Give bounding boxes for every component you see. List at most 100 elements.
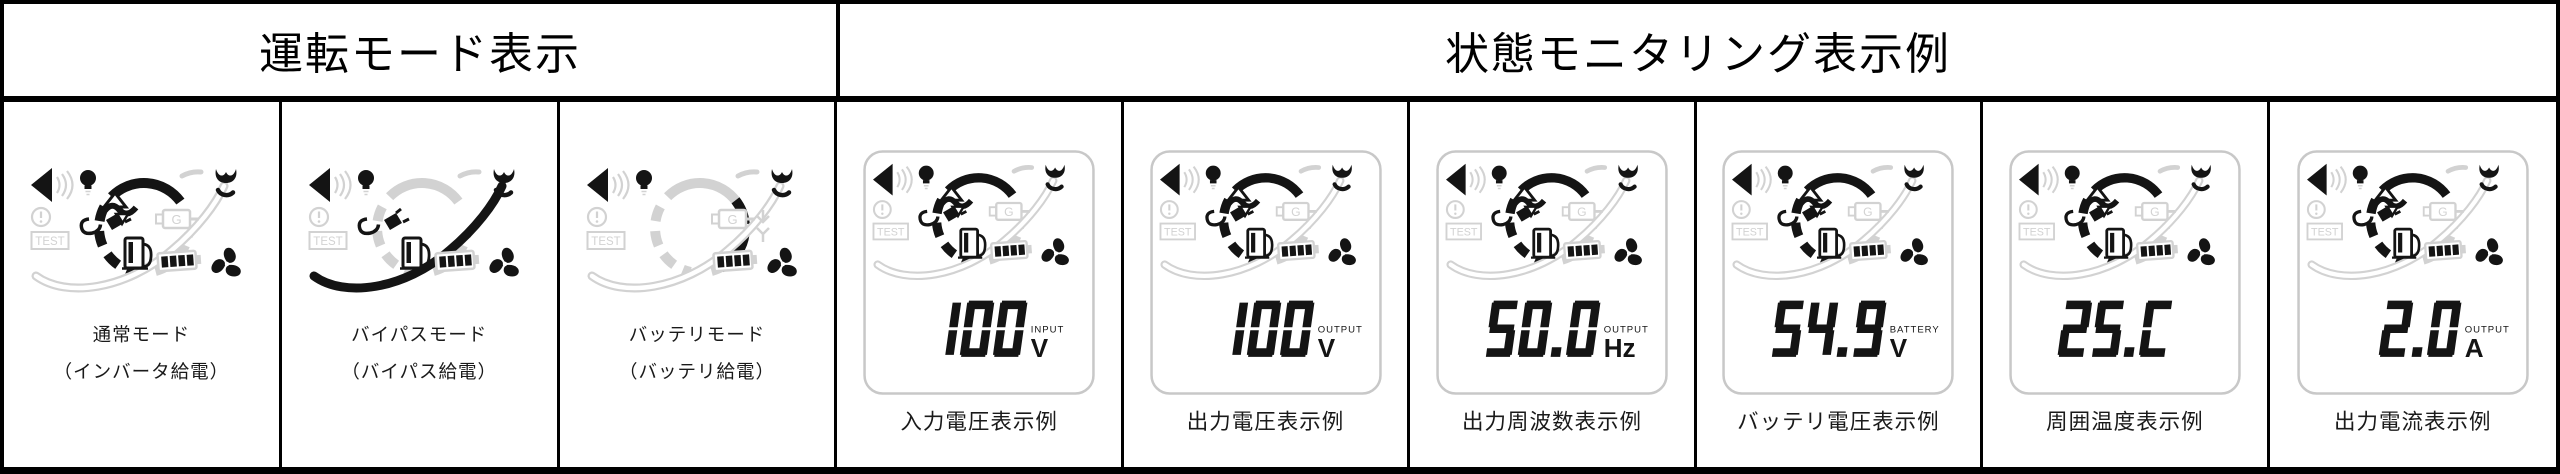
test-indicator: TEST xyxy=(1731,222,1769,241)
test-indicator: TEST xyxy=(308,231,348,250)
ring-top-right-gray xyxy=(1584,165,1608,174)
plug-icon xyxy=(1204,200,1254,227)
caption-line: （バッテリ給電） xyxy=(618,361,775,382)
ring-left-dashes xyxy=(94,204,137,277)
fuel-gauge-icon xyxy=(1530,227,1560,259)
test-indicator: TEST xyxy=(1445,222,1482,241)
alarm-icon xyxy=(1904,164,1925,192)
svg-text:TEST: TEST xyxy=(36,236,65,248)
seven-segment-readout xyxy=(1485,300,1601,357)
measure-tag: BATTERY xyxy=(1890,325,1940,336)
caption-line: （インバータ給電） xyxy=(53,361,230,382)
battery-icon xyxy=(156,249,202,273)
ring-top-right-gray xyxy=(457,169,482,179)
fan-icon xyxy=(1900,238,1929,266)
generator-icon: G xyxy=(2422,201,2464,221)
ac-wave-icon xyxy=(938,184,974,219)
plug-icon xyxy=(79,207,133,236)
ring-top-arc xyxy=(663,177,741,205)
test-indicator: TEST xyxy=(586,231,626,250)
caption-line: 出力周波数表示例 xyxy=(1461,410,1642,434)
generator-icon: G xyxy=(1275,201,1317,221)
seven-segment-readout xyxy=(1231,300,1314,357)
svg-text:TEST: TEST xyxy=(877,227,905,239)
speaker-icon xyxy=(31,168,74,202)
unit-label: Hz xyxy=(1604,333,1636,363)
measure-tag: OUTPUT xyxy=(1317,325,1362,336)
fuel-gauge-icon xyxy=(122,236,153,270)
alert-icon xyxy=(309,206,330,228)
fan-icon xyxy=(1041,238,1069,266)
test-indicator: TEST xyxy=(2306,222,2343,241)
plug-icon xyxy=(2352,200,2401,227)
caption-line: （バイパス給電） xyxy=(341,361,498,382)
ring-top-right-gray xyxy=(735,169,760,179)
speaker-icon xyxy=(2306,163,2347,196)
battery-icon xyxy=(2423,239,2466,262)
fan-icon xyxy=(2187,238,2215,266)
panel-caption: バッテリ電圧表示例 xyxy=(1737,405,1940,436)
ring-left-dashes xyxy=(2365,197,2405,266)
fuel-gauge-icon xyxy=(2391,227,2421,259)
bulb-icon xyxy=(2352,165,2368,190)
alert-icon xyxy=(873,200,892,219)
plug-icon xyxy=(2064,200,2113,227)
ring-top-arc xyxy=(386,177,463,205)
panel-caption: 出力周波数表示例 xyxy=(1462,405,1642,436)
ring-top-right-gray xyxy=(1011,165,1035,174)
ring-top-arc xyxy=(945,173,1017,199)
ring-top-arc xyxy=(108,177,185,205)
fuel-gauge-icon xyxy=(1817,227,1846,259)
measure-tag: INPUT xyxy=(1031,325,1065,336)
fan-icon xyxy=(489,247,519,277)
bulb-icon xyxy=(1491,165,1507,190)
unit-label: V xyxy=(1890,333,1908,363)
ring-left-dashes xyxy=(650,204,692,277)
caption-line: 出力電流表示例 xyxy=(2334,410,2492,434)
seven-segment-readout xyxy=(1772,300,1887,357)
panel-caption: 通常モード （インバータ給電） xyxy=(54,316,230,390)
speaker-icon xyxy=(586,168,630,202)
caption-line: 周囲温度表示例 xyxy=(2046,410,2204,434)
lcd-screen: TEST G xyxy=(2009,150,2241,395)
lcd-ambient-temperature: TEST G xyxy=(2007,148,2243,397)
lcd-normal-mode: TEST G xyxy=(25,160,257,298)
ring-top-right-gray xyxy=(2157,165,2180,174)
plug-icon xyxy=(1777,200,1827,227)
svg-text:TEST: TEST xyxy=(2023,227,2051,239)
ring-top-right-gray xyxy=(1298,165,1321,174)
overload-icon xyxy=(756,210,770,242)
seven-segment-readout xyxy=(945,300,1028,357)
svg-text:G: G xyxy=(1864,205,1873,219)
ring-top-right-gray xyxy=(179,169,204,179)
svg-text:G: G xyxy=(2438,205,2447,219)
lcd-bypass-mode: TEST xyxy=(303,160,535,298)
alarm-icon xyxy=(493,169,515,198)
battery-icon xyxy=(1276,239,1319,262)
speaker-icon xyxy=(2018,163,2059,196)
panel-caption: バッテリモード （バッテリ給電） xyxy=(619,316,775,390)
caption-line: バッテリ電圧表示例 xyxy=(1737,410,1940,434)
caption-line: 出力電圧表示例 xyxy=(1186,410,1345,434)
generator-icon: G xyxy=(2134,201,2176,221)
test-indicator: TEST xyxy=(30,231,70,250)
fan-icon xyxy=(767,247,797,277)
fuel-gauge-icon xyxy=(1244,227,1273,259)
caption-line: 通常モード xyxy=(92,324,191,345)
svg-text:G: G xyxy=(172,212,182,227)
bulb-icon xyxy=(1205,165,1221,190)
test-indicator: TEST xyxy=(1159,222,1196,241)
generator-icon: G xyxy=(1848,201,1890,221)
bulb-icon xyxy=(1778,165,1794,190)
ring-left-dashes xyxy=(1791,197,1831,266)
